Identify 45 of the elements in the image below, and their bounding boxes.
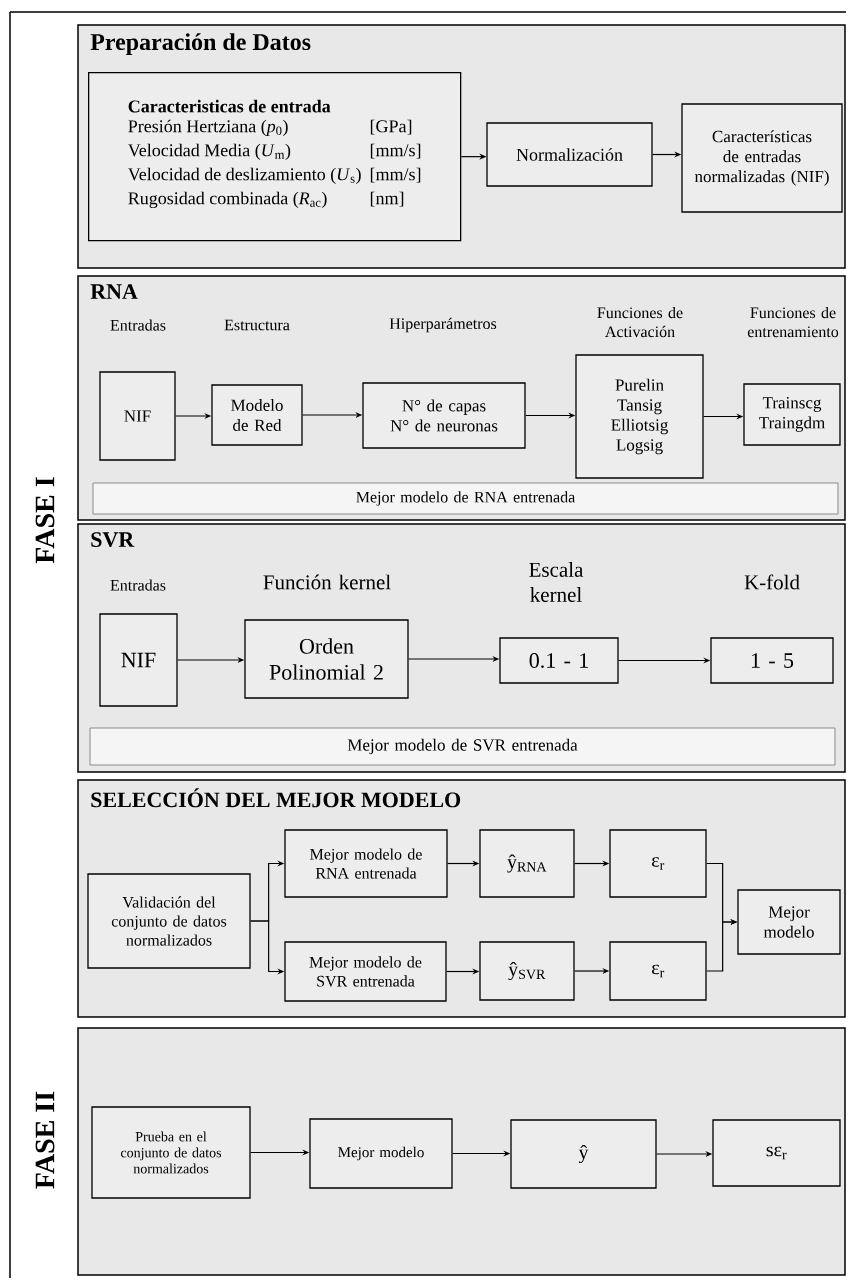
process-box: Mejor modelo de RNA entrenada bbox=[284, 829, 448, 898]
column-header: Entradas bbox=[110, 579, 166, 591]
column-header: Entradas bbox=[110, 319, 166, 331]
process-box: NIF bbox=[99, 371, 176, 461]
process-box: Características de entradas normalizadas (NIF) bbox=[681, 103, 843, 213]
process-box: Normalización bbox=[486, 122, 653, 187]
result-band: Mejor modelo de SVR entrenada bbox=[89, 727, 836, 766]
process-box: Orden Polinomial 2 bbox=[244, 619, 409, 699]
node-label: Elliotsig bbox=[611, 418, 668, 435]
node-label: Purelin bbox=[615, 378, 664, 391]
column-header: Función kernel bbox=[263, 574, 391, 590]
process-box: Mejor modelo bbox=[737, 889, 841, 955]
process-box: Trainscg Traingdm bbox=[743, 383, 841, 446]
column-header: Estructura bbox=[224, 319, 290, 331]
phase-label: FASE II bbox=[35, 1091, 55, 1189]
phase-label: FASE I bbox=[35, 477, 55, 564]
process-box: Validación del conjunto de datos normalizados bbox=[87, 873, 251, 969]
input-box: Caracteristicas de entrada Presión Hertziana (p$_{0}$) [GPa] Velocidad Media (U$_{m}$) [mm/s] Velocidad de deslizamiento (U$_{s}$) [mm/s] Rugosidad combinada (R$_{ac}$) [nm] bbox=[88, 72, 462, 242]
process-box: ε$_{r}$ bbox=[609, 941, 707, 1001]
column-header: Hiperparámetros bbox=[389, 317, 497, 333]
panel-title: SELECCIÓN DEL MEJOR MODELO bbox=[91, 788, 461, 808]
process-box: ε$_{r}$ bbox=[609, 829, 707, 898]
process-box: 1 - 5 bbox=[710, 637, 834, 684]
node-label: Logsig bbox=[616, 439, 663, 455]
column-header: K-fold bbox=[744, 574, 800, 590]
process-box: sε$_{r}$ bbox=[712, 1119, 841, 1187]
process-box: ŷ bbox=[510, 1119, 657, 1189]
process-box: ŷ$_{SVR}$ bbox=[479, 941, 575, 1001]
process-box: Purelin Tansig Elliotsig Logsig bbox=[575, 354, 704, 479]
node-label: Tansig bbox=[617, 399, 662, 415]
process-box: 0.1 - 1 bbox=[499, 637, 619, 684]
process-box: Mejor modelo bbox=[309, 1118, 453, 1189]
result-band: Mejor modelo de RNA entrenada bbox=[92, 482, 839, 515]
process-box: NIF bbox=[99, 613, 178, 707]
column-header: Funciones de entrenamiento bbox=[747, 306, 839, 338]
process-box: N° de capas N° de neuronas bbox=[362, 382, 526, 449]
process-box: Mejor modelo de SVR entrenada bbox=[284, 941, 447, 1002]
column-header: Funciones de Activación bbox=[597, 306, 683, 338]
process-box: Prueba en el conjunto de datos normalizados bbox=[91, 1106, 251, 1199]
process-box: Modelo de Red bbox=[211, 384, 303, 446]
panel-title: SVR bbox=[91, 532, 135, 548]
process-box: ŷ$_{RNA}$ bbox=[479, 829, 575, 898]
column-header: Escala kernel bbox=[529, 562, 584, 602]
panel-title: Preparación de Datos bbox=[90, 33, 311, 55]
panel-title: RNA bbox=[90, 284, 138, 299]
